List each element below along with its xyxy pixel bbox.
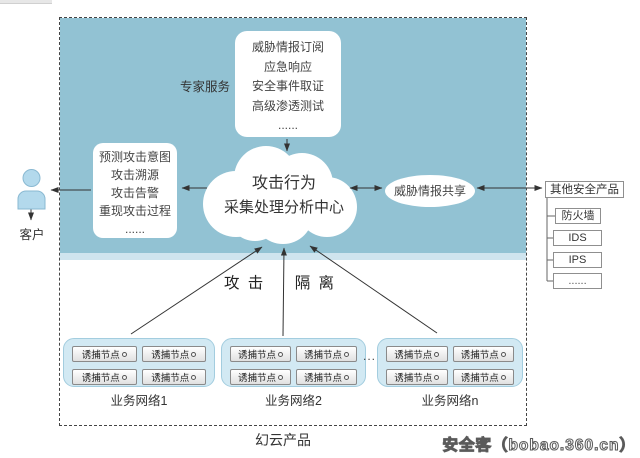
report-line: 攻击告警	[110, 186, 159, 200]
trap-node-label: 诱捕节点	[151, 350, 190, 361]
arrow-group1-to-cloud	[130, 246, 263, 335]
status-dot-icon	[500, 351, 506, 357]
groups-ellipsis: ...	[363, 349, 377, 363]
status-dot-icon	[434, 351, 440, 357]
isolation-right: 隔 离	[294, 275, 336, 292]
trap-node: 诱捕节点	[452, 346, 514, 362]
report-line: 重现攻击过程	[98, 204, 171, 218]
service-line: 应急响应	[263, 59, 312, 74]
trap-node-label: 诱捕节点	[394, 373, 433, 384]
network-label-2: 业务网络2	[265, 394, 322, 408]
arrow-group3-to-cloud	[309, 245, 438, 334]
firewall-box: 防火墙	[555, 208, 601, 224]
network-group-1: 诱捕节点 诱捕节点 诱捕节点 诱捕节点	[63, 338, 215, 387]
isolation-left: 攻 击	[224, 275, 266, 292]
cloud-title: 攻击行为 采集处理分析中心	[205, 172, 363, 220]
trap-node-label: 诱捕节点	[460, 350, 499, 361]
network-label-n: 业务网络n	[421, 394, 479, 408]
trap-node: 诱捕节点	[452, 369, 514, 385]
trap-node: 诱捕节点	[72, 346, 137, 362]
service-line: 威胁情报订阅	[251, 40, 324, 54]
status-dot-icon	[434, 374, 440, 380]
more-products-box: ......	[553, 273, 602, 289]
status-dot-icon	[121, 351, 127, 357]
status-dot-icon	[500, 374, 506, 380]
trap-node: 诱捕节点	[141, 346, 206, 362]
product-label: 幻云产品	[255, 432, 311, 448]
trap-node-label: 诱捕节点	[394, 350, 433, 361]
trap-node-label: 诱捕节点	[237, 350, 276, 361]
trap-node-label: 诱捕节点	[81, 373, 120, 384]
attack-report-box: 预测攻击意图 攻击溯源 攻击告警 重现攻击过程 ......	[93, 143, 177, 238]
trap-node: 诱捕节点	[141, 369, 206, 385]
trap-node-label: 诱捕节点	[303, 373, 342, 384]
status-dot-icon	[344, 374, 349, 380]
isolation-label: 攻 击 隔 离	[224, 271, 336, 293]
network-label-1: 业务网络1	[110, 394, 168, 408]
service-line: ......	[277, 118, 298, 132]
service-line: 安全事件取证	[251, 79, 324, 93]
trap-node: 诱捕节点	[386, 346, 448, 362]
screen-artifact	[0, 0, 52, 4]
arrow-group2-to-cloud	[280, 247, 287, 337]
arrows	[28, 139, 543, 337]
status-dot-icon	[278, 351, 283, 357]
trap-node-label: 诱捕节点	[81, 350, 120, 361]
trap-node: 诱捕节点	[296, 346, 357, 362]
trap-node-label: 诱捕节点	[151, 373, 190, 384]
watermark: 安全客（bobao.360.cn）	[442, 437, 636, 455]
network-group-2: 诱捕节点 诱捕节点 诱捕节点 诱捕节点	[221, 338, 366, 387]
report-line: 预测攻击意图	[98, 150, 171, 164]
expert-services-label: 专家服务	[180, 80, 231, 94]
cloud-title-line1: 攻击行为	[251, 175, 316, 192]
analysis-cloud	[203, 146, 357, 244]
service-line: 高级渗透测试	[251, 98, 324, 113]
customer-icon	[17, 169, 46, 210]
trap-node: 诱捕节点	[296, 369, 357, 385]
trap-node: 诱捕节点	[230, 369, 291, 385]
products-tree-lines	[546, 198, 555, 282]
network-group-n: 诱捕节点 诱捕节点 诱捕节点 诱捕节点	[377, 338, 523, 387]
status-dot-icon	[278, 374, 283, 380]
trap-node: 诱捕节点	[230, 346, 291, 362]
trap-node-label: 诱捕节点	[237, 373, 276, 384]
status-dot-icon	[191, 374, 197, 380]
trap-node: 诱捕节点	[386, 369, 448, 385]
report-line: 攻击溯源	[110, 168, 159, 182]
threat-sharing-ellipse: 威胁情报共享	[385, 175, 475, 207]
cloud-title-line2: 采集处理分析中心	[223, 199, 344, 216]
trap-node-label: 诱捕节点	[303, 350, 342, 361]
report-line: ......	[124, 222, 145, 236]
customer-label: 客户	[19, 228, 45, 242]
status-dot-icon	[191, 351, 197, 357]
blue-panel-edge	[60, 253, 526, 260]
other-products-box: 其他安全产品	[545, 181, 624, 198]
trap-node: 诱捕节点	[72, 369, 137, 385]
expert-services-box: 威胁情报订阅 应急响应 安全事件取证 高级渗透测试 ......	[235, 31, 341, 137]
ids-box: IDS	[553, 230, 602, 246]
status-dot-icon	[344, 351, 349, 357]
status-dot-icon	[121, 374, 127, 380]
ips-box: IPS	[553, 252, 602, 268]
trap-node-label: 诱捕节点	[460, 373, 499, 384]
